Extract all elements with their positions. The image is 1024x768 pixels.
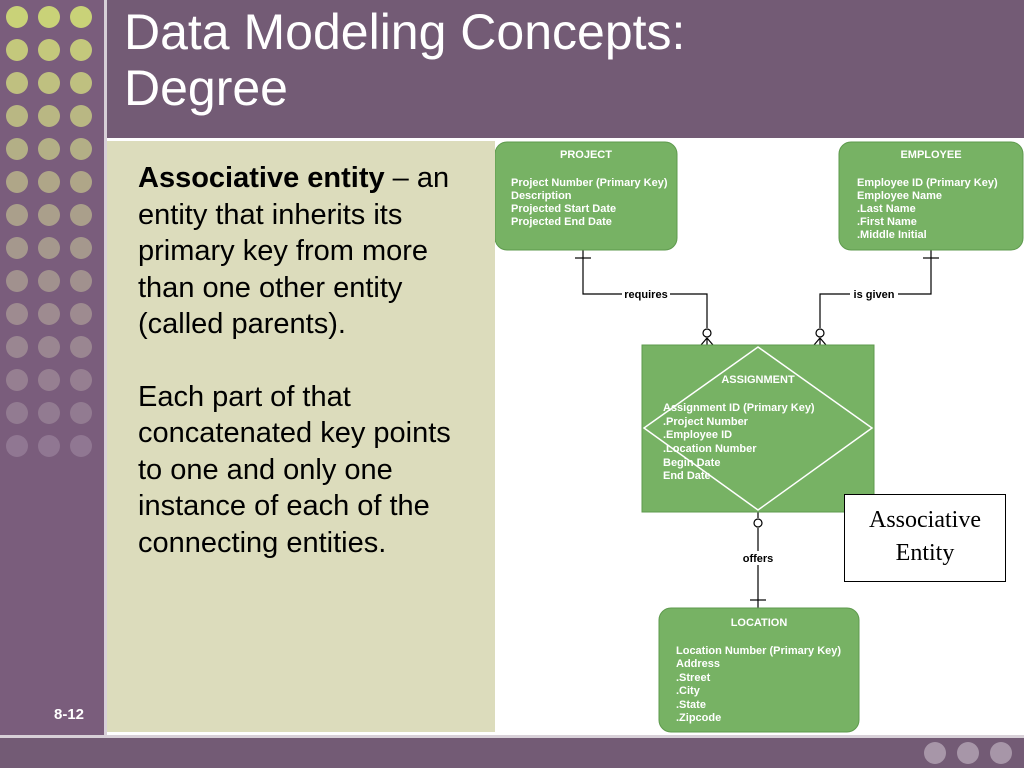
decorative-dot (38, 369, 60, 391)
decorative-dot (38, 336, 60, 358)
footer-dot (990, 742, 1012, 764)
body-text: Associative entity – an entity that inhe… (138, 160, 478, 561)
entity-employee: EMPLOYEE Employee ID (Primary Key) Emplo… (838, 141, 1024, 251)
decorative-dot (6, 369, 28, 391)
entity-attribute: Employee ID (Primary Key) (857, 177, 998, 189)
decorative-dot (70, 369, 92, 391)
decorative-dot (70, 39, 92, 61)
title-line-2: Degree (124, 60, 288, 116)
entity-attribute: .Street (676, 672, 711, 684)
decorative-dot (38, 237, 60, 259)
entity-title: ASSIGNMENT (721, 374, 795, 386)
decorative-dot (70, 105, 92, 127)
relationship-label: is given (854, 289, 895, 301)
entity-title: EMPLOYEE (900, 149, 961, 161)
callout-line-1: Associative (869, 507, 981, 533)
term-associative-entity: Associative entity (138, 162, 385, 194)
decorative-dot (38, 303, 60, 325)
decorative-dot (38, 105, 60, 127)
decorative-dot (38, 270, 60, 292)
decorative-dot (6, 138, 28, 160)
entity-attribute: .Middle Initial (857, 229, 927, 241)
decorative-dot (70, 171, 92, 193)
decorative-dot (38, 171, 60, 193)
entity-attribute: .Employee ID (663, 429, 732, 441)
decorative-dot (6, 303, 28, 325)
entity-attribute: .Location Number (663, 443, 757, 455)
optional-circles (702, 328, 825, 528)
entity-attribute: End Date (663, 470, 711, 482)
title-bar (104, 0, 1024, 138)
decorative-dot (6, 237, 28, 259)
entity-attribute: .Last Name (857, 203, 916, 215)
text-panel (107, 141, 495, 732)
entity-attribute: Project Number (Primary Key) (511, 177, 668, 189)
decorative-dot (38, 402, 60, 424)
entity-attribute: Description (511, 190, 572, 202)
erd-diagram: requires is given offers PROJECT Project… (495, 141, 1024, 733)
entity-attribute: .First Name (857, 216, 917, 228)
entity-attribute: Employee Name (857, 190, 942, 202)
decorative-dot (70, 237, 92, 259)
decorative-dot (38, 6, 60, 28)
decorative-dot (6, 435, 28, 457)
entity-project: PROJECT Project Number (Primary Key) Des… (495, 141, 678, 251)
decorative-dot (6, 39, 28, 61)
decorative-dot (70, 138, 92, 160)
decorative-dots (6, 6, 98, 466)
decorative-dot (70, 402, 92, 424)
decorative-dot (6, 270, 28, 292)
entity-attribute: .State (676, 699, 706, 711)
entity-title: LOCATION (731, 617, 788, 629)
entity-attribute: Begin Date (663, 457, 720, 469)
diamond-shape (642, 346, 874, 511)
title-line-1: Data Modeling Concepts: (124, 4, 686, 60)
entity-attribute: Projected End Date (511, 216, 612, 228)
entity-attribute: .Zipcode (676, 712, 721, 724)
decorative-dot (6, 171, 28, 193)
decorative-dot (70, 435, 92, 457)
entity-title: PROJECT (560, 149, 612, 161)
footer-dot (924, 742, 946, 764)
relationship-label: offers (743, 553, 774, 565)
decorative-dot (38, 39, 60, 61)
decorative-dot (70, 204, 92, 226)
slide-number: 8-12 (54, 706, 85, 723)
footer-divider (0, 735, 1024, 738)
entity-attribute: Address (676, 658, 720, 670)
footer-bar (0, 738, 1024, 768)
decorative-dot (70, 270, 92, 292)
decorative-dot (6, 72, 28, 94)
entity-attribute: Assignment ID (Primary Key) (663, 402, 815, 414)
paragraph-2: Each part of that concatenated key point… (138, 380, 451, 559)
definition-text: – an entity that inherits its primary ke… (138, 162, 450, 340)
decorative-dot (38, 72, 60, 94)
decorative-dot (70, 336, 92, 358)
entity-attribute: Location Number (Primary Key) (676, 645, 841, 657)
divider (104, 0, 107, 738)
entity-attribute: Projected Start Date (511, 203, 616, 215)
relationship-label: requires (624, 289, 667, 301)
associative-entity-callout: Associative Entity (844, 494, 1006, 582)
decorative-dot (38, 204, 60, 226)
decorative-dot (6, 336, 28, 358)
decorative-dot (6, 105, 28, 127)
paragraph-1: Associative entity – an entity that inhe… (138, 160, 478, 343)
decorative-dot (70, 303, 92, 325)
slide-title: Data Modeling Concepts: Degree (124, 4, 1004, 116)
decorative-dot (38, 435, 60, 457)
footer-dot (957, 742, 979, 764)
decorative-dot (6, 6, 28, 28)
entity-assignment: ASSIGNMENT Assignment ID (Primary Key) .… (641, 344, 875, 513)
entity-attribute: .City (676, 685, 701, 697)
entity-location: LOCATION Location Number (Primary Key) A… (658, 607, 860, 733)
entity-attribute: .Project Number (663, 416, 749, 428)
decorative-dot (6, 402, 28, 424)
decorative-dot (38, 138, 60, 160)
callout-line-2: Entity (895, 540, 955, 566)
decorative-dot (70, 72, 92, 94)
decorative-dot (70, 6, 92, 28)
decorative-dot (6, 204, 28, 226)
left-decorative-strip (0, 0, 104, 738)
